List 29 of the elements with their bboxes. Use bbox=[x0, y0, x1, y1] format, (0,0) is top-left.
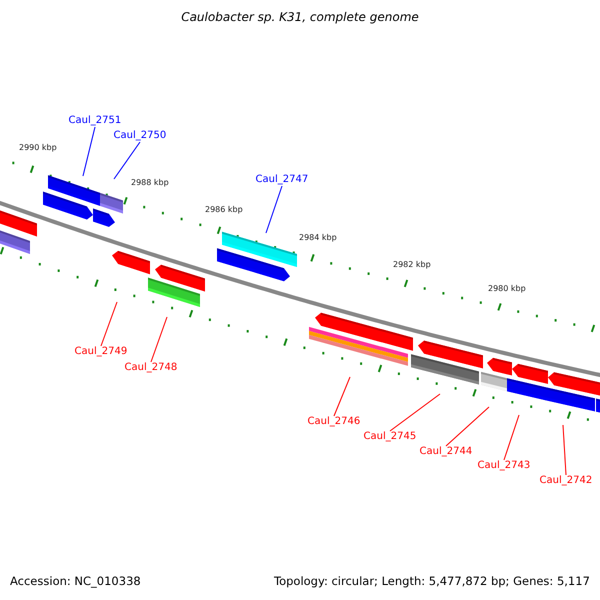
title: Caulobacter sp. K31, complete genome bbox=[180, 11, 420, 23]
leader-line bbox=[446, 406, 490, 446]
footer-text: Topology: circular; Length: 5,477,872 bp; Genes: 5,117 bbox=[274, 576, 590, 588]
leader-line bbox=[504, 414, 520, 460]
gene-label: Caul_2749 bbox=[74, 347, 128, 357]
gene-label: Caul_2747 bbox=[256, 175, 308, 185]
gene-label: Caul_2751 bbox=[68, 116, 122, 126]
scale-label: 2980 kbp bbox=[488, 285, 526, 293]
scale-label: 2984 kbp bbox=[299, 234, 337, 242]
gene-label: Caul_2748 bbox=[124, 363, 178, 373]
scale-label: 2988 kbp bbox=[131, 179, 169, 187]
gene-label: Caul_2750 bbox=[114, 131, 166, 141]
scale-label: 2986 kbp bbox=[205, 206, 243, 214]
gene-label: Caul_2746 bbox=[308, 417, 360, 427]
scale-label: 2990 kbp bbox=[19, 144, 57, 152]
leader-line bbox=[334, 376, 350, 416]
leader-line bbox=[390, 394, 440, 432]
leader-line bbox=[100, 302, 118, 346]
scale-label: 2982 kbp bbox=[393, 261, 431, 269]
leader-line bbox=[150, 316, 168, 362]
gene-label: Caul_2745 bbox=[364, 432, 416, 442]
gene-label: Caul_2742 bbox=[540, 476, 592, 486]
leader-line bbox=[266, 186, 282, 234]
footer-text: Accession: NC_010338 bbox=[10, 576, 141, 588]
leader-line bbox=[114, 142, 140, 180]
gene-label: Caul_2744 bbox=[420, 447, 472, 457]
leader-line bbox=[562, 424, 566, 476]
leader-line bbox=[82, 126, 96, 176]
gene-label: Caul_2743 bbox=[478, 461, 530, 471]
